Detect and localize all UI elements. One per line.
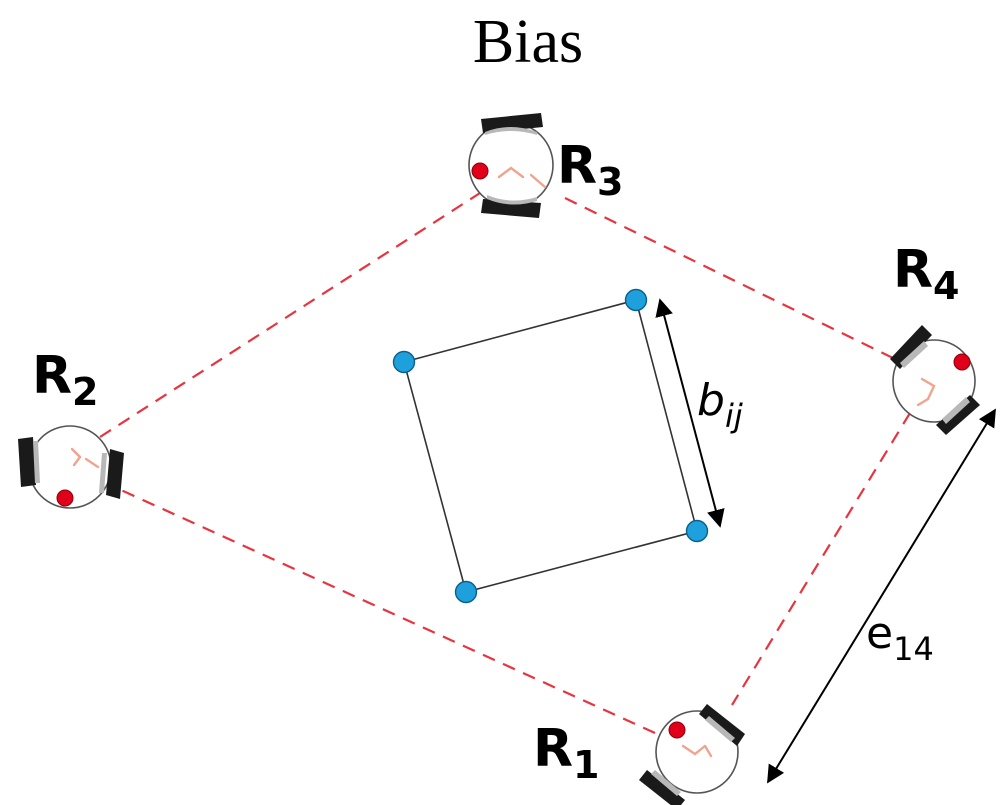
bias-label-main: b — [697, 375, 725, 426]
bias-node — [456, 582, 477, 603]
bias-node — [394, 352, 415, 373]
robot-label-r4: R4 — [893, 240, 960, 308]
bias-square — [404, 300, 697, 592]
robot-r1 — [639, 704, 745, 805]
edge-dimension-arrow — [768, 410, 995, 782]
link-r4-r1 — [732, 413, 910, 705]
bias-node — [626, 290, 647, 311]
bias-label-subscript: ij — [725, 397, 743, 435]
communication-links — [100, 193, 910, 733]
robot-r4 — [890, 325, 980, 435]
robot-label-r3: R3 — [557, 136, 624, 204]
link-r1-r2 — [110, 485, 655, 733]
bias-node — [687, 521, 708, 542]
robot-label-r1: R1 — [533, 719, 600, 787]
bias-shape — [394, 290, 708, 603]
robot-led — [669, 722, 685, 738]
diagram-title: Bias — [473, 8, 583, 76]
link-r2-r3 — [100, 193, 480, 437]
edge-label-main: e — [866, 608, 893, 659]
edge-label-subscript: 14 — [893, 630, 934, 668]
robot-led — [57, 490, 73, 506]
robot-led — [472, 163, 488, 179]
robot-r2 — [18, 426, 124, 508]
robot-r3 — [469, 113, 553, 218]
robot-led — [954, 354, 970, 370]
edge-label: e14 — [866, 608, 934, 668]
robot-label-r2: R2 — [32, 346, 99, 414]
bias-label: bij — [697, 375, 743, 435]
link-r3-r4 — [565, 198, 893, 358]
